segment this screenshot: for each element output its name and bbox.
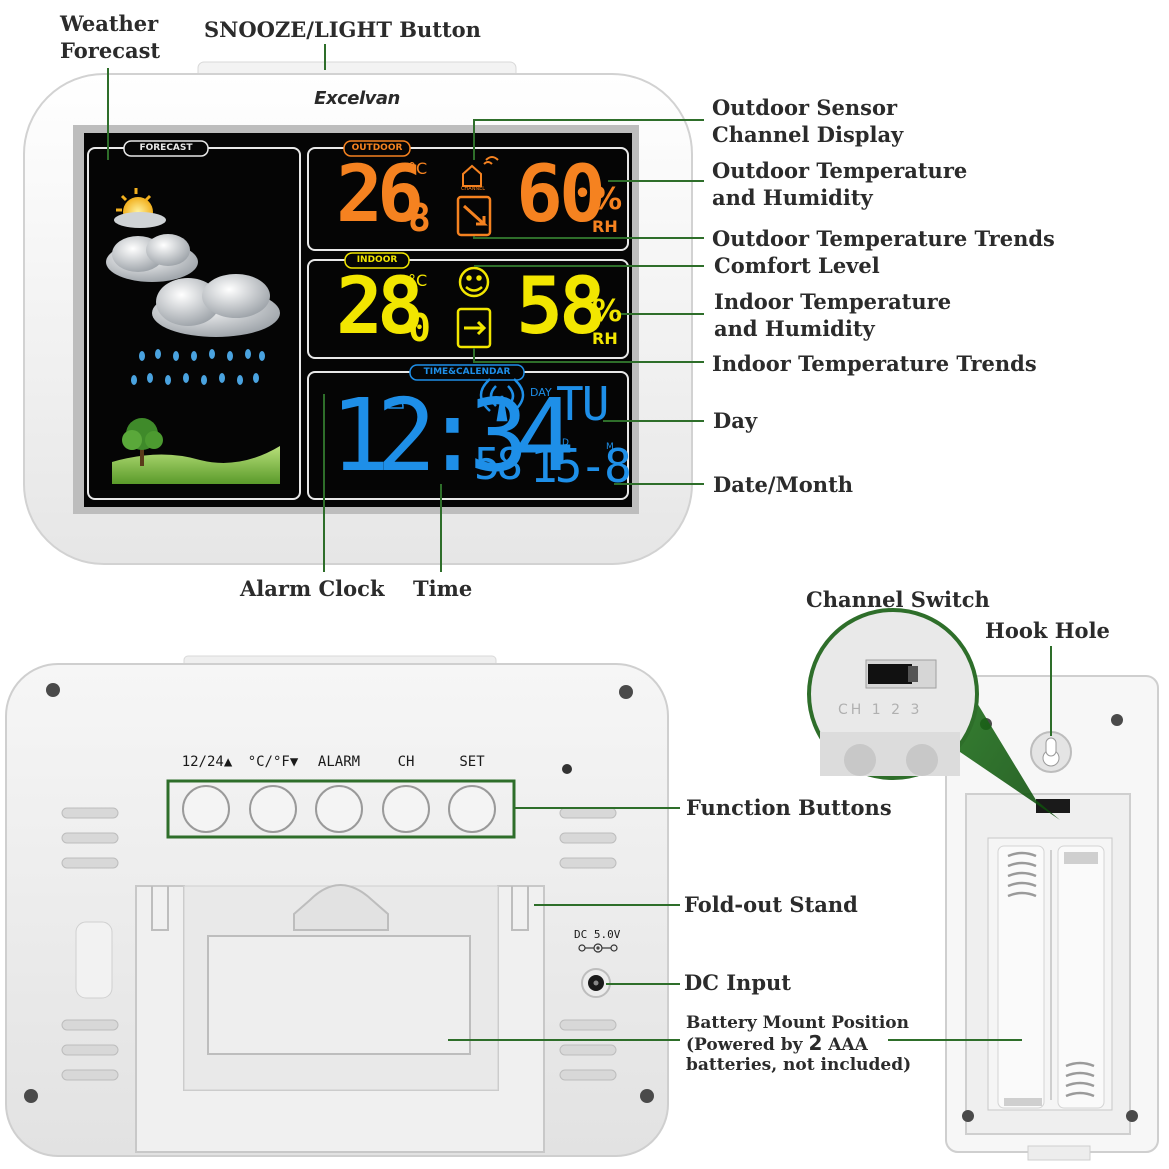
- indoor-temperature-decimal: 0: [408, 306, 431, 350]
- callout-weather-forecast-line1: Weather: [60, 11, 159, 36]
- callout-outdoor-th-line1: Outdoor Temperature: [712, 158, 968, 183]
- indoor-trend-icon: [456, 307, 492, 349]
- channel-switch[interactable]: [1036, 799, 1070, 813]
- indoor-celsius-unit: °C: [408, 271, 428, 290]
- button-label-set: SET: [459, 754, 485, 770]
- callout-function-buttons: Function Buttons: [686, 795, 892, 820]
- outdoor-channel-label: CHANNEL: [460, 186, 486, 192]
- rain-icon: [131, 349, 265, 385]
- front-unit: [23, 61, 693, 565]
- callout-weather-forecast-line2: Forecast: [60, 38, 161, 63]
- button-label-ch: CH: [397, 754, 415, 770]
- callout-date-month: Date/Month: [713, 472, 854, 497]
- channel-switch-magnifier: [807, 608, 979, 780]
- button-alarm[interactable]: [315, 785, 363, 833]
- callout-outdoor-trends: Outdoor Temperature Trends: [712, 226, 1055, 251]
- indoor-humidity: 58: [516, 262, 606, 352]
- dc-voltage-label: DC 5.0V: [574, 928, 621, 941]
- date-d-marker: D: [562, 438, 569, 448]
- button-set[interactable]: [448, 785, 496, 833]
- sensor-unit: [807, 608, 1159, 1161]
- callout-indoor-th-line1: Indoor Temperature: [714, 289, 952, 314]
- back-unit: [5, 655, 669, 1157]
- indoor-temperature-integer: 28: [336, 262, 424, 352]
- alarm-bell-icon: [388, 397, 404, 409]
- callout-day: Day: [713, 408, 758, 433]
- callout-time: Time: [413, 576, 473, 601]
- outdoor-trend-icon: [456, 195, 492, 237]
- outdoor-celsius-unit: °C: [408, 159, 428, 178]
- foldout-stand[interactable]: [135, 884, 545, 1153]
- landscape-icon: [112, 418, 280, 484]
- callout-comfort-level: Comfort Level: [714, 253, 880, 278]
- callout-outdoor-channel-line2: Channel Display: [712, 122, 904, 147]
- callout-weather-forecast: Weather Forecast: [60, 10, 160, 64]
- callout-outdoor-th-line2: and Humidity: [712, 185, 873, 210]
- indoor-tag: INDOOR: [356, 255, 398, 265]
- time-calendar-tag: TIME&CALENDAR: [423, 367, 511, 377]
- callout-battery-line3: batteries, not included): [686, 1055, 912, 1075]
- channel-house-icon: [462, 156, 499, 187]
- leader-lines: [107, 44, 1052, 1041]
- date-month: 15-8: [530, 439, 632, 493]
- battery-spring-icon: [1007, 851, 1095, 1098]
- clock-time: 12:34: [330, 377, 575, 494]
- callout-indoor-temp-humidity: Indoor Temperature and Humidity: [714, 288, 951, 342]
- button-label-c-f: °C/°F▼: [247, 754, 299, 770]
- callout-hook-hole: Hook Hole: [985, 618, 1110, 643]
- callout-outdoor-temp-humidity: Outdoor Temperature and Humidity: [712, 157, 967, 211]
- outdoor-tag: OUTDOOR: [351, 143, 403, 153]
- outdoor-temperature-decimal: 8: [408, 196, 431, 240]
- dc-jack[interactable]: [581, 968, 611, 998]
- clock-seconds: 58: [474, 439, 523, 490]
- day-prefix: DAY: [530, 386, 552, 399]
- button-ch[interactable]: [382, 785, 430, 833]
- callout-battery-type: AAA: [828, 1035, 868, 1055]
- indoor-rh-unit: RH: [592, 329, 618, 348]
- callout-battery-line1: Battery Mount Position: [686, 1013, 910, 1033]
- callout-dc-input: DC Input: [684, 970, 791, 995]
- outdoor-rh-unit: RH: [592, 217, 618, 236]
- cloud-icon: [106, 234, 198, 282]
- comfort-smiley-icon: [458, 266, 490, 298]
- dc-polarity-icon: [578, 943, 618, 953]
- indoor-percent-unit: %: [592, 294, 623, 329]
- button-label-alarm: ALARM: [317, 754, 361, 770]
- function-button-row: [166, 779, 516, 839]
- channel-switch-positions: CH 1 2 3: [838, 702, 923, 718]
- battery-cover: [207, 935, 471, 1055]
- sun-icon: [114, 188, 166, 228]
- brand-logo: Excelvan: [314, 88, 400, 109]
- callout-foldout-stand: Fold-out Stand: [684, 892, 858, 917]
- callout-indoor-trends: Indoor Temperature Trends: [712, 351, 1037, 376]
- outdoor-percent-unit: %: [592, 182, 623, 217]
- radio-signal-icon: [479, 378, 525, 422]
- cloud-large-icon: [152, 274, 280, 337]
- callout-channel-switch: Channel Switch: [806, 587, 990, 612]
- button-c-f[interactable]: [249, 785, 297, 833]
- callout-battery: Battery Mount Position (Powered by 2 AAA…: [686, 1013, 911, 1075]
- callout-alarm-clock: Alarm Clock: [240, 576, 385, 601]
- callout-battery-line2: (Powered by 2 AAA: [686, 1033, 911, 1055]
- callout-battery-powered: (Powered by: [686, 1035, 803, 1055]
- callout-outdoor-channel: Outdoor Sensor Channel Display: [712, 94, 903, 148]
- hook-hole: [1030, 731, 1072, 773]
- outdoor-humidity: 60: [516, 150, 606, 240]
- indoor-panel: [307, 259, 629, 359]
- vents: [61, 807, 617, 1081]
- forecast-tag: FORECAST: [139, 143, 193, 153]
- outdoor-panel: [307, 147, 629, 251]
- button-label-12-24: 12/24▲: [181, 754, 233, 770]
- day-of-week: TU: [556, 377, 609, 431]
- callout-indoor-th-line2: and Humidity: [714, 316, 875, 341]
- back-screws: [24, 683, 654, 1103]
- callout-outdoor-channel-line1: Outdoor Sensor: [712, 95, 898, 120]
- callout-battery-count: 2: [808, 1031, 823, 1055]
- callout-snooze-light: SNOOZE/LIGHT Button: [204, 17, 481, 42]
- button-12-24[interactable]: [182, 785, 230, 833]
- outdoor-temperature-integer: 26: [336, 150, 424, 240]
- date-m-marker: M: [606, 442, 614, 452]
